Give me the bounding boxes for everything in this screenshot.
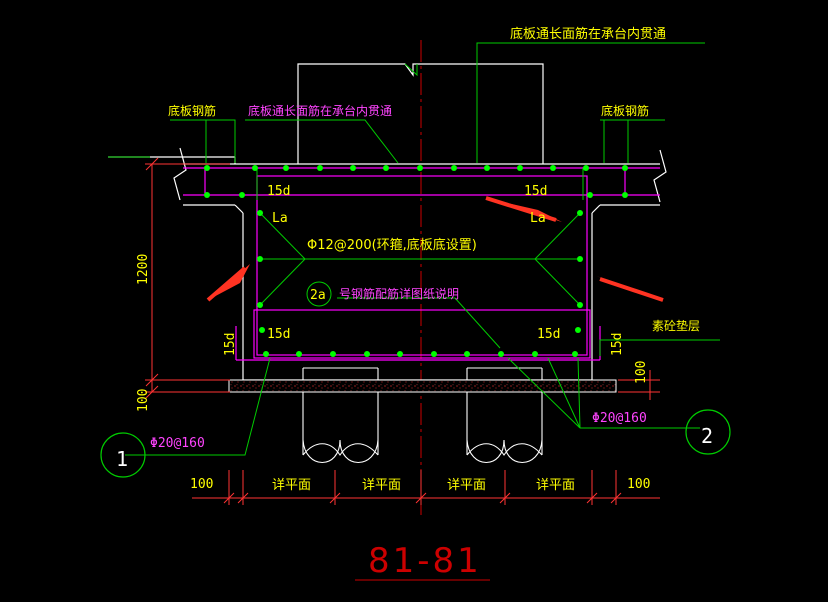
cushion-note: 素砼垫层 bbox=[652, 318, 700, 333]
dim-bottom-right-100: 100 bbox=[627, 477, 650, 492]
rebar-side-bars bbox=[257, 210, 583, 333]
mid-through-bar-label: 底板通长面筋在承台内贯通 bbox=[248, 103, 392, 118]
bar2-tag: 2 bbox=[701, 424, 713, 448]
column-outline bbox=[297, 63, 544, 164]
rebar-top-row bbox=[204, 165, 628, 198]
anchor-15d-bottom-right: 15d bbox=[537, 327, 560, 342]
dim-seg-1: 详平面 bbox=[272, 478, 311, 493]
anchor-15d-bottom-left: 15d bbox=[267, 327, 290, 342]
slab-cap-outline bbox=[108, 147, 667, 381]
anchor-la-left: La bbox=[272, 211, 288, 226]
dim-seg-3: 详平面 bbox=[447, 478, 486, 493]
bar2-spec: Φ20@160 bbox=[592, 411, 647, 426]
anchor-la-right: La bbox=[530, 211, 546, 226]
side-15d-left: 15d bbox=[223, 333, 238, 356]
dim-bottom-left-100: 100 bbox=[190, 477, 213, 492]
dim-cushion-100: 100 bbox=[136, 389, 151, 412]
bar-2a-circle bbox=[306, 281, 332, 307]
bar1-tag: 1 bbox=[116, 447, 128, 471]
anchor-15d-top-left: 15d bbox=[267, 184, 290, 199]
stirrup-spec-label: Φ12@200(环箍,底板底设置) bbox=[307, 237, 477, 253]
pile-left bbox=[302, 367, 379, 464]
right-slab-bar-label: 底板钢筋 bbox=[601, 103, 649, 118]
bar-2-circle bbox=[685, 409, 731, 455]
highlight-arrows bbox=[206, 196, 664, 302]
dim-height-1200: 1200 bbox=[136, 254, 151, 285]
bar1-spec: Φ20@160 bbox=[150, 436, 205, 451]
dim-cushion-right-100: 100 bbox=[634, 361, 649, 384]
top-through-bar-label: 底板通长面筋在承台内贯通 bbox=[510, 26, 666, 42]
dim-seg-2: 详平面 bbox=[362, 478, 401, 493]
dim-seg-4: 详平面 bbox=[536, 478, 575, 493]
cushion-layer bbox=[228, 379, 617, 393]
anchor-15d-top-right: 15d bbox=[524, 184, 547, 199]
section-title: 81-81 bbox=[368, 541, 482, 581]
rebar-leaders bbox=[108, 42, 720, 456]
pile-right bbox=[466, 367, 543, 464]
bar-2a-note: 号钢筋配筋详图纸说明 bbox=[339, 286, 459, 301]
bar-1-circle bbox=[100, 432, 146, 478]
bar-2a-tag: 2a bbox=[310, 288, 326, 303]
left-slab-bar-label: 底板钢筋 bbox=[168, 103, 216, 118]
side-15d-right: 15d bbox=[610, 333, 625, 356]
rebar-bottom-row bbox=[263, 351, 578, 357]
dimension-lines bbox=[145, 157, 660, 505]
